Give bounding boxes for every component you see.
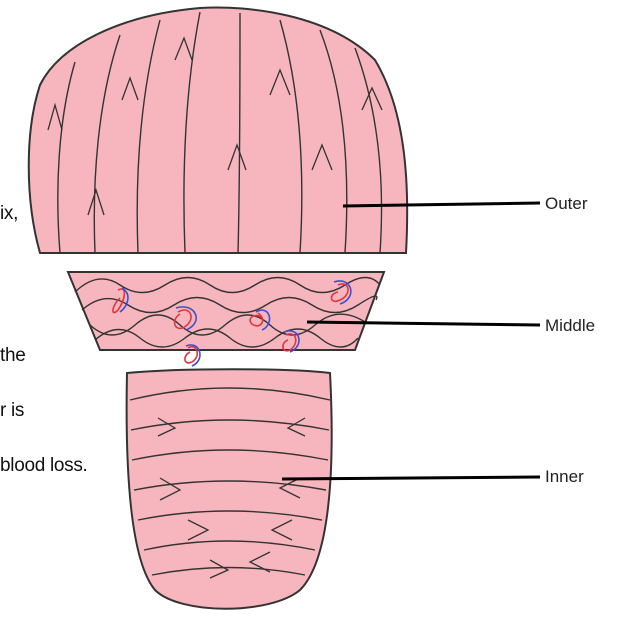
outer-layer (29, 8, 407, 253)
middle-layer-shape (68, 272, 384, 350)
text-fragment-4: blood loss. (0, 455, 88, 477)
middle-label: Middle (545, 316, 595, 336)
outer-label: Outer (545, 194, 588, 214)
outer-layer-shape (29, 8, 407, 253)
text-fragment-2: the (0, 345, 26, 367)
text-fragment-1: ix, (0, 203, 18, 225)
inner-label: Inner (545, 467, 584, 487)
inner-layer (127, 369, 332, 609)
inner-layer-shape (127, 369, 332, 609)
middle-layer (68, 272, 384, 366)
inner-leader-line (282, 477, 540, 479)
text-fragment-3: r is (0, 400, 24, 422)
